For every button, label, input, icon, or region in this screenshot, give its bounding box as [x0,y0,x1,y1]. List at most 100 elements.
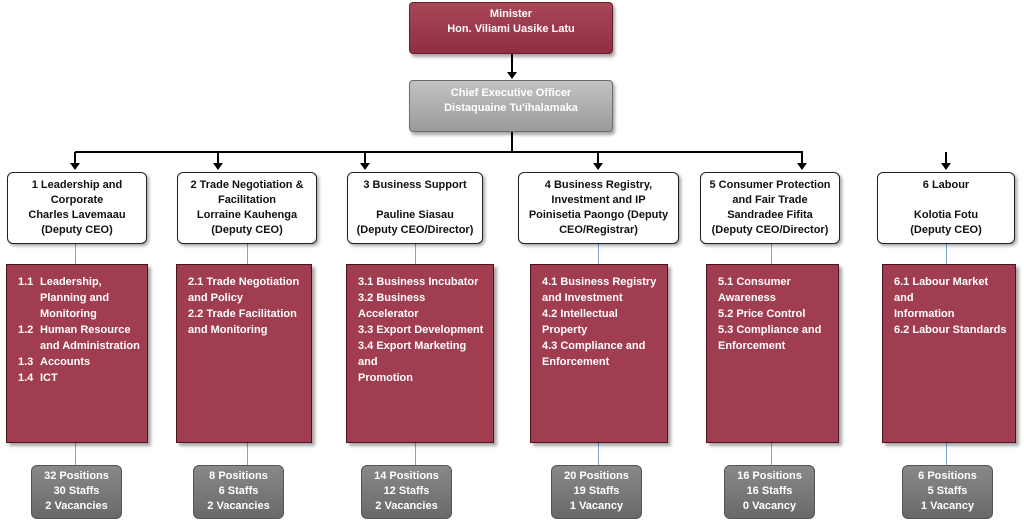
unit-label: Accounts [40,354,90,370]
unit-label-line: 3.1 Business Incubator [358,276,479,288]
arrow-to-division [593,163,603,170]
link-panel-positions [598,443,599,465]
division-head-line: Investment and IP [551,194,646,206]
unit-label-line: and Investment [542,292,623,304]
division-head-line: Facilitation [217,194,277,206]
minister-name: Hon. Viliami Uasike Latu [447,23,575,35]
unit-label-line: Monitoring [40,308,97,320]
ceo-box: Chief Executive Officer Distaquaine Tu'i… [409,80,613,132]
arrow-to-division [941,163,951,170]
minister-title: Minister [489,8,533,20]
unit-label: 3.2 Business Accelerator [358,290,487,322]
vacancies-count: 2 Vacancies [207,500,270,512]
positions-count: 32 Positions [44,470,109,482]
unit-item: 1.3 Accounts [18,354,141,370]
ceo-name: Distaquaine Tu'ihalamaka [444,102,578,114]
unit-label-line: 2.1 Trade Negotiation [188,276,300,288]
connector-drop [945,152,947,163]
connector-drop [217,152,219,163]
unit-label-line: 6.2 Labour Standards [894,324,1007,336]
link-panel-positions [946,443,947,465]
ceo-title: Chief Executive Officer [450,87,572,99]
division-head-line: Pauline Siasau [376,209,454,221]
unit-label-line: 5.2 Price Control [718,308,806,320]
unit-label-line: Promotion [358,372,413,384]
connector-minister-ceo [511,54,513,72]
connector-drop [364,152,366,163]
unit-label: 4.2 Intellectual Property [542,306,661,338]
arrow-to-division [360,163,370,170]
division-head-line: Charles Lavemaau [28,209,126,221]
link-head-panel [946,244,947,264]
division-head-line: CEO/Registrar) [559,224,638,236]
unit-label: 2.2 Trade Facilitation and Monitoring [188,306,297,338]
unit-label-line: Planning and [40,292,110,304]
unit-item: 3.2 Business Accelerator [358,290,487,322]
positions-count: 20 Positions [564,470,629,482]
division-head-line: Kolotia Fotu [913,209,979,221]
division-head-line [348,193,482,208]
arrow-to-ceo [507,72,517,79]
unit-label-line: 3.4 Export Marketing and [358,340,467,368]
division-head-line: Sandradee Fifita [727,209,813,221]
link-panel-positions [247,443,248,465]
link-panel-positions [771,443,772,465]
link-panel-positions [75,443,76,465]
link-head-panel [75,244,76,264]
division-head-line: 6 Labour [922,179,970,191]
unit-item: 6.2 Labour Standards [894,322,1009,338]
unit-label-line: 3.2 Business Accelerator [358,292,426,320]
unit-item: 4.1 Business Registry and Investment [542,274,661,306]
unit-number: 1.1 [18,276,34,288]
division-head-line: (Deputy CEO) [211,224,283,236]
division-head-line: Corporate [50,194,104,206]
vacancies-count: 1 Vacancy [569,500,624,512]
division-units-panel: 3.1 Business Incubator 3.2 Business Accel… [346,264,494,443]
division-head-line: Poinisetia Paongo (Deputy [528,209,669,221]
link-head-panel [415,244,416,264]
unit-label-line: 2.2 Trade Facilitation [188,308,297,320]
unit-item: 2.2 Trade Facilitation and Monitoring [188,306,305,338]
unit-number: 1.3 [18,356,34,368]
division-head-line: 5 Consumer Protection [709,179,831,191]
unit-label-line: and Monitoring [188,324,268,336]
unit-item: 5.2 Price Control [718,306,832,322]
staffs-count: 12 Staffs [383,485,430,497]
unit-label-line: Human Resource [40,324,131,336]
division-head-line: (Deputy CEO/Director) [711,224,829,236]
unit-label-line: Enforcement [718,340,786,352]
link-head-panel [598,244,599,264]
unit-label-line: 5.3 Compliance and [718,324,822,336]
division-head-line: (Deputy CEO) [41,224,113,236]
link-panel-positions [415,443,416,465]
arrow-to-division [213,163,223,170]
link-head-panel [247,244,248,264]
unit-label-line: Information [894,308,955,320]
unit-label: ICT [40,370,58,386]
staffs-count: 6 Staffs [218,485,259,497]
unit-item: 3.3 Export Development [358,322,487,338]
unit-label: 5.2 Price Control [718,306,805,322]
connector-drop [801,152,803,163]
unit-label-line: 4.1 Business Registry [542,276,657,288]
